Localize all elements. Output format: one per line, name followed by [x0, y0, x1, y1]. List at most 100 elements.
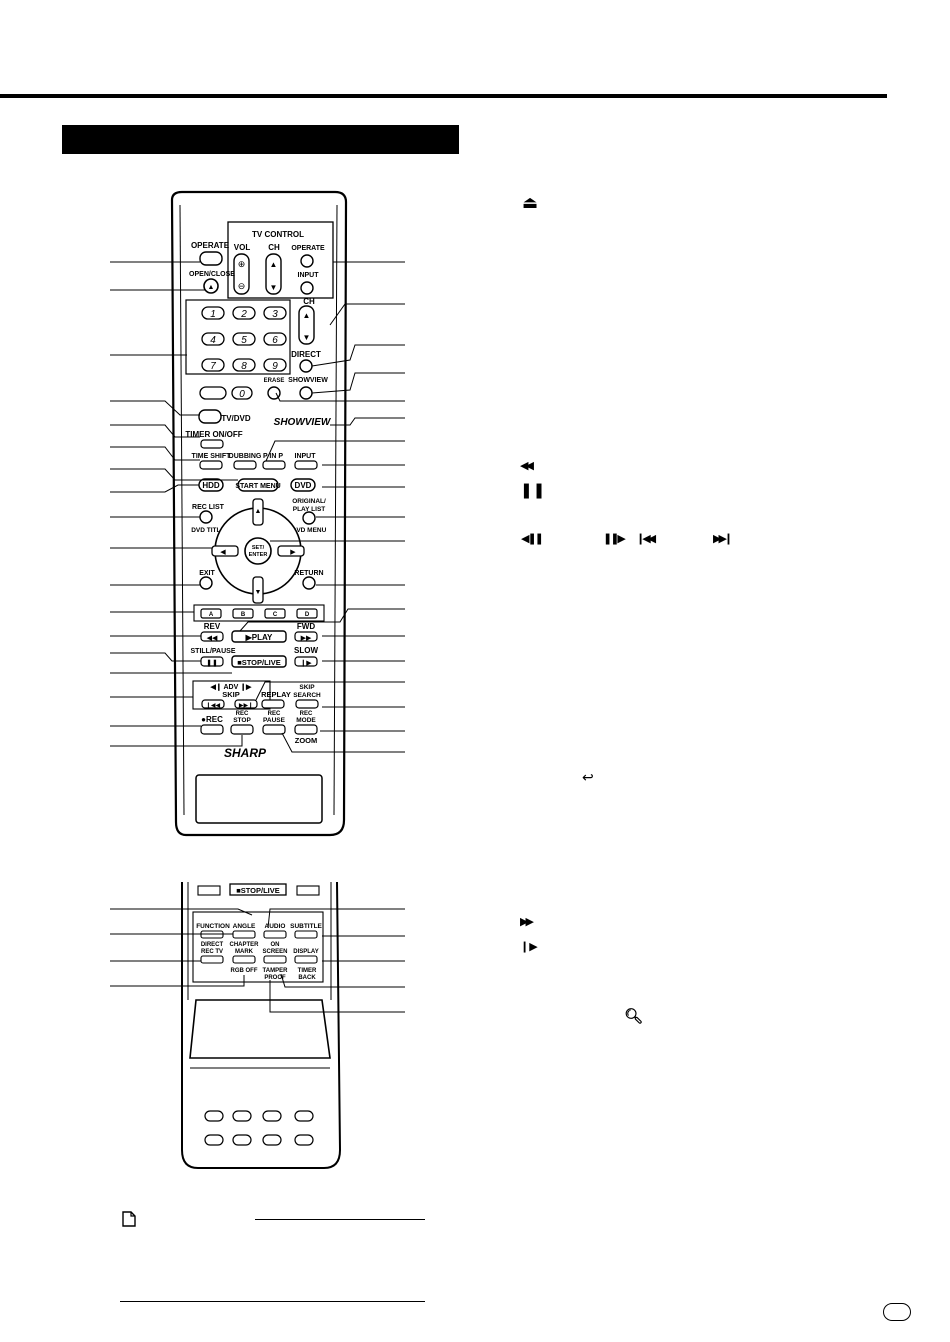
replay-button: [261, 699, 285, 709]
right-callout-lines: [239, 261, 405, 1013]
number-button[interactable]: [232, 332, 256, 346]
callout-line: [255, 681, 405, 701]
color-button-label: C: [273, 612, 278, 618]
hidden-key[interactable]: [294, 1110, 314, 1122]
svg-text:REC: REC: [268, 711, 281, 717]
start-menu-button: [237, 478, 279, 492]
number-label: 4: [210, 335, 216, 346]
dvd-button: [290, 478, 316, 492]
left-callout-lines: [110, 261, 253, 987]
svg-text:▼: ▼: [255, 589, 262, 596]
number-button[interactable]: [263, 358, 287, 372]
subtitle-button: [294, 930, 318, 939]
svg-text:ENTER: ENTER: [249, 552, 268, 558]
hidden-key[interactable]: [262, 1110, 282, 1122]
number-label: 7: [210, 361, 216, 372]
vol-rocker: [233, 253, 250, 295]
number-button[interactable]: [263, 306, 287, 320]
number-label: 5: [241, 335, 247, 346]
showview-button: [299, 386, 313, 400]
time-shift-button: [199, 460, 223, 470]
rewind-icon: ◀◀: [520, 459, 534, 472]
exit-button: [199, 576, 213, 590]
section-title-bar: [62, 125, 459, 154]
svg-text:▲: ▲: [255, 508, 262, 515]
number-button[interactable]: [263, 332, 287, 346]
skip-forward-button: [234, 699, 258, 709]
svg-text:❚❚: ❚❚: [206, 659, 218, 667]
callout-line: [280, 973, 405, 988]
svg-text:▶▶❙: ▶▶❙: [239, 702, 253, 709]
svg-text:SKIP: SKIP: [299, 684, 315, 691]
svg-text:RETURN: RETURN: [294, 570, 323, 577]
cover-flap: [189, 999, 331, 1059]
audio-button: [263, 930, 287, 939]
hidden-key[interactable]: [204, 1110, 224, 1122]
number-label: 3: [272, 309, 278, 320]
svg-text:▲: ▲: [208, 284, 215, 291]
slow-button: [294, 656, 318, 667]
hidden-key[interactable]: [204, 1134, 224, 1146]
svg-text:ERASE: ERASE: [264, 378, 285, 384]
page-badge: [883, 1303, 911, 1321]
display-button: [294, 955, 318, 964]
direct-button: [299, 359, 313, 373]
hidden-key[interactable]: [262, 1134, 282, 1146]
adv-skip-box: [192, 680, 271, 710]
slow-forward-icon: ❚❚▶: [603, 532, 626, 545]
dubbing-button: [233, 460, 257, 470]
svg-text:▼: ▼: [303, 333, 311, 342]
color-button[interactable]: [264, 608, 286, 619]
svg-text:RGB OFF: RGB OFF: [231, 968, 258, 974]
svg-text:SKIP: SKIP: [222, 690, 240, 699]
svg-text:▶▶: ▶▶: [301, 635, 312, 642]
callout-line: [110, 652, 201, 662]
svg-text:MARK: MARK: [235, 949, 254, 955]
down-button: [252, 576, 264, 604]
hidden-key[interactable]: [232, 1110, 252, 1122]
skip-back-button: [201, 699, 225, 709]
svg-text:FUNCTION: FUNCTION: [196, 923, 230, 930]
color-button[interactable]: [232, 608, 254, 619]
callout-line: [110, 975, 245, 987]
svg-text:REV: REV: [204, 622, 221, 631]
hidden-key[interactable]: [294, 1134, 314, 1146]
number-label: 6: [272, 335, 278, 346]
up-button: [252, 498, 264, 526]
timer-button: [200, 439, 224, 449]
callout-line: [110, 484, 199, 493]
color-button[interactable]: [200, 608, 222, 619]
svg-text:◀: ◀: [220, 549, 226, 556]
hidden-key[interactable]: [232, 1134, 252, 1146]
number-label: 9: [272, 361, 278, 372]
callout-line: [110, 908, 253, 916]
svg-text:DUBBING: DUBBING: [229, 453, 262, 460]
tv-operate-button: [300, 254, 314, 268]
svg-text:CHAPTER: CHAPTER: [229, 942, 259, 948]
color-button[interactable]: [296, 608, 318, 619]
svg-text:DIRECT: DIRECT: [291, 350, 321, 359]
note-icon: [122, 1211, 136, 1227]
angle-button: [232, 930, 256, 939]
svg-text:⊕: ⊕: [238, 259, 246, 269]
number-button[interactable]: [201, 306, 225, 320]
svg-text:PAUSE: PAUSE: [263, 717, 286, 724]
number-button[interactable]: [232, 306, 256, 320]
hidden-buttons-box: [192, 911, 324, 983]
svg-text:❙◀◀: ❙◀◀: [206, 702, 221, 709]
number-button[interactable]: [201, 332, 225, 346]
svg-text:ON: ON: [271, 942, 280, 948]
number-button[interactable]: [232, 358, 256, 372]
number-button[interactable]: [201, 358, 225, 372]
rec-stop-button: [230, 724, 254, 735]
operate-button: [199, 251, 223, 266]
number-label: 1: [210, 309, 216, 320]
tv-control-box: [227, 221, 334, 299]
bottom-keys: [204, 1110, 314, 1146]
callout-line: [311, 344, 405, 367]
svg-text:0: 0: [239, 389, 245, 400]
svg-text:■STOP/LIVE: ■STOP/LIVE: [237, 658, 281, 667]
tv-ch-rocker: [265, 253, 282, 295]
svg-text:INPUT: INPUT: [295, 453, 317, 460]
